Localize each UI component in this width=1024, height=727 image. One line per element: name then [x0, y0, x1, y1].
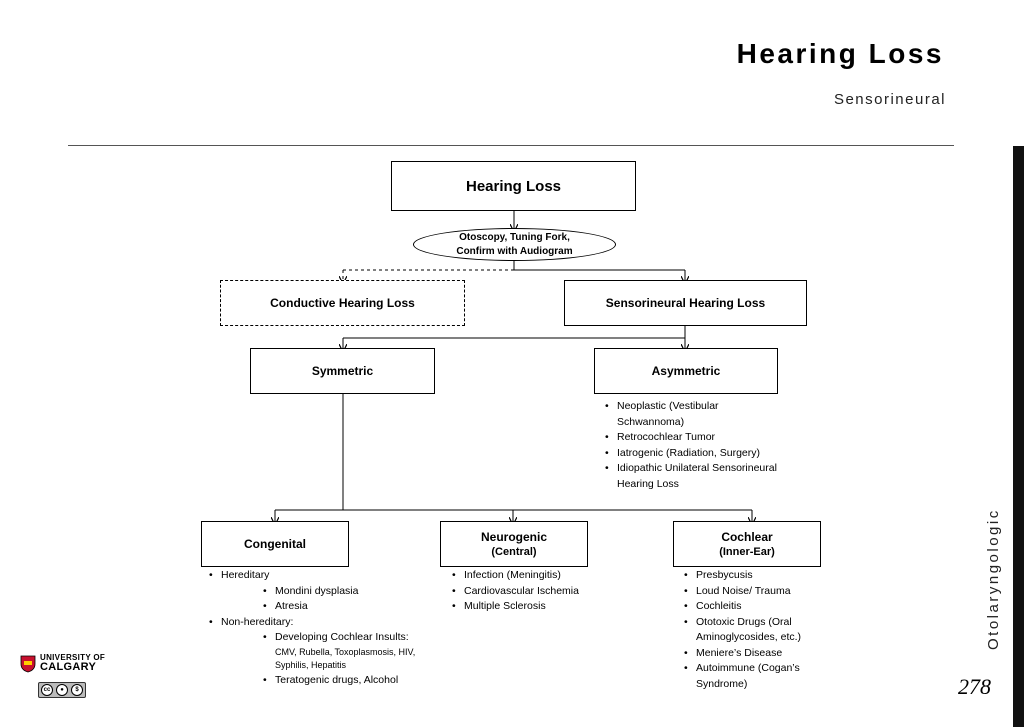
side-bar — [1013, 146, 1024, 727]
list-item: Developing Cochlear Insults: CMV, Rubell… — [261, 630, 437, 673]
congenital-list: Hereditary Mondini dysplasia Atresia Non… — [207, 568, 437, 689]
crest-icon — [20, 655, 36, 672]
workup-line-2: Confirm with Audiogram — [456, 245, 573, 257]
neurogenic-label: Neurogenic — [480, 530, 547, 544]
license-badge: cc ● $ — [38, 682, 86, 698]
page-title: Hearing Loss — [736, 38, 944, 69]
page-number: 278 — [958, 674, 991, 699]
asymmetric-label: Asymmetric — [651, 364, 721, 378]
list-item: Non-hereditary: Developing Cochlear Insu… — [207, 615, 437, 689]
conductive-box: Conductive Hearing Loss — [220, 280, 465, 326]
list-item: Teratogenic drugs, Alcohol — [261, 673, 437, 689]
list-item: Mondini dysplasia — [261, 584, 437, 600]
nonhereditary-label: Non-hereditary: — [221, 615, 294, 628]
insults-detail: CMV, Rubella, Toxoplasmosis, HIV, Syphil… — [275, 646, 416, 670]
cc-icon: cc — [41, 684, 53, 696]
list-item: Idiopathic Unilateral Sensorineural Hear… — [603, 461, 788, 492]
cochlear-label: Cochlear — [721, 530, 773, 544]
neurogenic-box: Neurogenic (Central) — [440, 521, 588, 567]
cochlear-list: Presbycusis Loud Noise/ Trauma Cochleiti… — [682, 568, 827, 692]
university-line-1: UNIVERSITY OF — [40, 653, 106, 662]
hearing-loss-box: Hearing Loss — [391, 161, 636, 211]
list-item: Cochleitis — [682, 599, 827, 615]
hereditary-label: Hereditary — [221, 569, 270, 581]
list-item: Neoplastic (Vestibular Schwannoma) — [603, 399, 788, 430]
list-item: Retrocochlear Tumor — [603, 430, 788, 446]
neurogenic-sublabel: (Central) — [491, 546, 537, 558]
sensorineural-box: Sensorineural Hearing Loss — [564, 280, 807, 326]
university-logo: UNIVERSITY OF CALGARY — [20, 654, 105, 673]
list-item: Multiple Sclerosis — [450, 599, 600, 615]
list-item: Autoimmune (Cogan’s Syndrome) — [682, 661, 827, 692]
by-icon: ● — [56, 684, 68, 696]
nc-icon: $ — [71, 684, 83, 696]
page-subtitle: Sensorineural — [833, 91, 946, 108]
asymmetric-list: Neoplastic (Vestibular Schwannoma) Retro… — [603, 399, 788, 492]
sensorineural-label: Sensorineural Hearing Loss — [605, 296, 766, 310]
list-item: Hereditary Mondini dysplasia Atresia — [207, 568, 437, 615]
insults-label: Developing Cochlear Insults: — [275, 631, 409, 643]
symmetric-box: Symmetric — [250, 348, 435, 394]
list-item: Presbycusis — [682, 568, 827, 584]
list-item: Iatrogenic (Radiation, Surgery) — [603, 446, 788, 462]
header-divider — [68, 145, 954, 146]
list-item: Loud Noise/ Trauma — [682, 584, 827, 600]
list-item: Cardiovascular Ischemia — [450, 584, 600, 600]
workup-line-1: Otoscopy, Tuning Fork, — [459, 231, 570, 243]
symmetric-label: Symmetric — [311, 364, 374, 378]
list-item: Atresia — [261, 599, 437, 615]
congenital-label: Congenital — [244, 537, 306, 551]
hearing-loss-label: Hearing Loss — [465, 177, 562, 195]
conductive-label: Conductive Hearing Loss — [270, 296, 415, 310]
asymmetric-box: Asymmetric — [594, 348, 778, 394]
cochlear-box: Cochlear (Inner-Ear) — [673, 521, 821, 567]
cochlear-sublabel: (Inner-Ear) — [719, 546, 775, 558]
list-item: Meniere’s Disease — [682, 646, 827, 662]
university-line-2: CALGARY — [40, 661, 97, 673]
list-item: Infection (Meningitis) — [450, 568, 600, 584]
list-item: Ototoxic Drugs (Oral Aminoglycosides, et… — [682, 615, 827, 646]
neurogenic-list: Infection (Meningitis) Cardiovascular Is… — [450, 568, 600, 615]
congenital-box: Congenital — [201, 521, 349, 567]
workup-oval: Otoscopy, Tuning Fork, Confirm with Audi… — [413, 228, 616, 261]
